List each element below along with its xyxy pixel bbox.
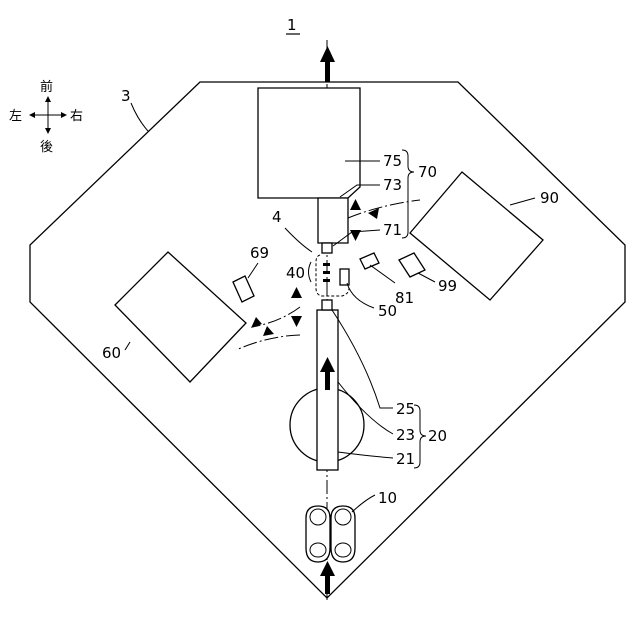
- leader-part-69: [248, 263, 258, 278]
- direction-left: 左: [9, 109, 22, 124]
- leader-part-99: [418, 273, 435, 282]
- upper-box: [258, 88, 360, 198]
- leader-part-81: [370, 265, 395, 283]
- transfer-path-lower-2: [236, 335, 300, 350]
- label-part-81: 81: [395, 289, 414, 307]
- label-part-69: 69: [250, 244, 269, 262]
- transfer-arrow-lower-2: [263, 326, 274, 336]
- label-right-box: 90: [540, 189, 559, 207]
- label-drum: 23: [396, 426, 415, 444]
- label-part-99: 99: [438, 277, 457, 295]
- leader-work-area: [285, 228, 312, 252]
- lower-lift-arrow-up: [291, 287, 302, 298]
- nozzle-tip: [322, 243, 332, 253]
- label-center-unit: 40: [286, 264, 305, 282]
- label-base: 21: [396, 450, 415, 468]
- lift-arrow-down: [350, 230, 361, 241]
- label-work-area: 4: [272, 208, 282, 226]
- label-connector: 73: [383, 176, 402, 194]
- brace-upper-group: [402, 150, 414, 238]
- leader-frame: [131, 103, 148, 131]
- right-box: [410, 172, 543, 300]
- brace-center-unit: [309, 262, 312, 282]
- part-99: [399, 253, 425, 277]
- flow-arrow-top: [320, 46, 335, 82]
- left-box: [115, 252, 246, 382]
- label-upper-group: 70: [418, 163, 437, 181]
- label-lower-group: 20: [428, 427, 447, 445]
- label-nozzle: 71: [383, 221, 402, 239]
- center-unit-mark-2: [323, 271, 330, 274]
- leader-rollers: [352, 495, 375, 512]
- label-left-box: 60: [102, 344, 121, 362]
- figure-number: 1: [287, 16, 297, 34]
- direction-compass: [29, 96, 67, 134]
- shaft-tip: [322, 300, 332, 310]
- direction-rear: 後: [40, 140, 53, 155]
- label-upper-box: 75: [383, 152, 402, 170]
- leader-sensor: [347, 283, 374, 308]
- lower-lift-arrow-down: [291, 316, 302, 327]
- leader-left-box: [125, 342, 130, 350]
- center-unit-mark-1: [323, 263, 330, 266]
- sensor: [340, 269, 349, 285]
- brace-lower-group: [414, 405, 426, 468]
- center-unit-mark-3: [323, 279, 330, 282]
- direction-right: 右: [70, 109, 83, 124]
- label-shaft: 25: [396, 400, 415, 418]
- connector-block: [318, 198, 348, 243]
- flow-arrow-bottom: [320, 561, 335, 594]
- label-rollers: 10: [378, 489, 397, 507]
- part-81: [360, 253, 379, 269]
- rollers: [306, 506, 355, 562]
- part-69: [233, 276, 254, 302]
- lift-arrow-up: [350, 199, 361, 210]
- leader-right-box: [510, 198, 535, 205]
- label-frame: 3: [121, 87, 131, 105]
- direction-front: 前: [40, 79, 53, 95]
